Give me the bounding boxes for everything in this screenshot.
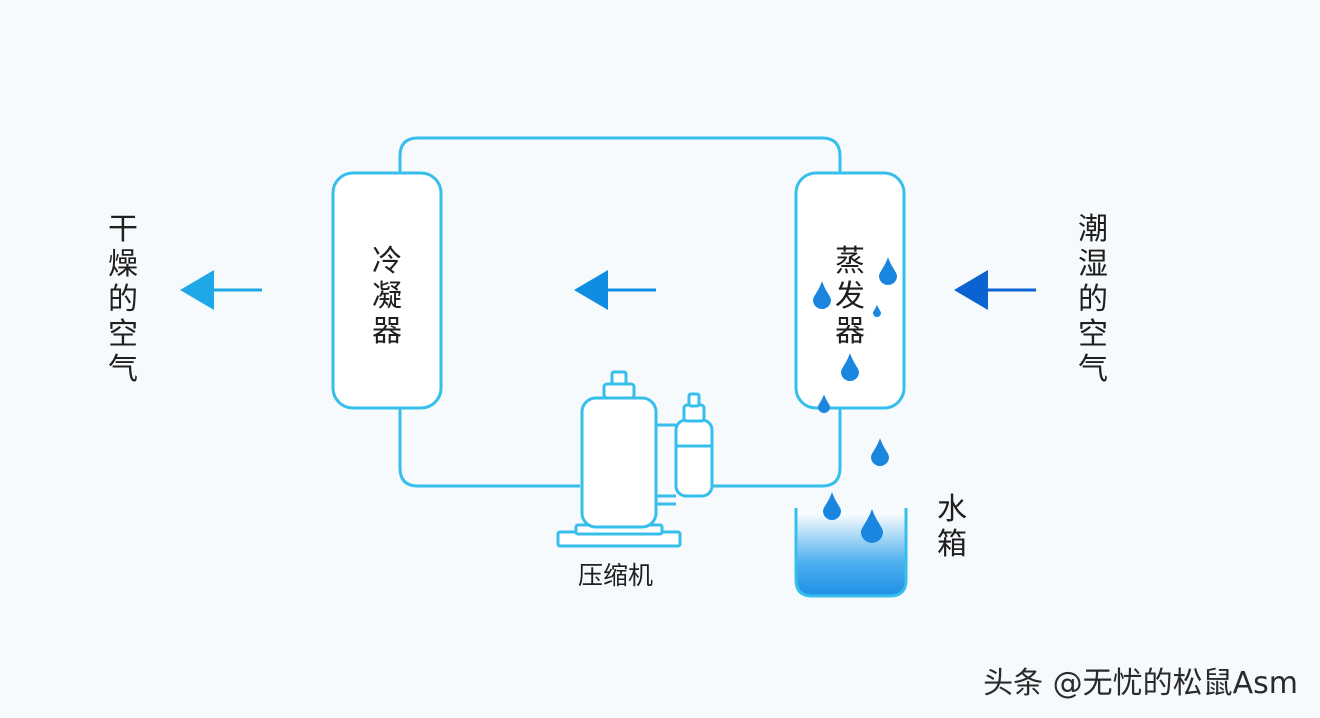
arrow-left-center: [574, 270, 656, 310]
water-tank-label: 水箱: [937, 492, 967, 562]
condenser-label: 冷凝器: [372, 244, 402, 349]
water-tank-icon: [794, 508, 908, 598]
water-drop-icon: [861, 508, 883, 543]
compressor-label: 压缩机: [578, 561, 654, 590]
water-drops: [813, 257, 897, 543]
water-drop-icon: [841, 353, 859, 381]
refrigerant-pipe-loop: [398, 136, 842, 498]
water-drop-icon: [813, 281, 831, 309]
evaporator-box: [794, 171, 906, 410]
watermark-text: 头条 @无忧的松鼠Asm: [983, 666, 1298, 701]
dry-air-label: 干燥的空气: [108, 212, 138, 387]
arrow-left-dry-air: [180, 270, 262, 310]
evaporator-label: 蒸发器: [835, 244, 865, 349]
water-drop-icon: [818, 394, 830, 413]
arrow-left-humid-air: [954, 270, 1036, 310]
condenser-box: [331, 171, 443, 410]
water-drop-icon: [823, 492, 841, 520]
compressor-icon: [556, 370, 714, 548]
humid-air-label: 潮湿的空气: [1078, 212, 1108, 387]
water-drop-icon: [873, 304, 881, 317]
water-drop-icon: [871, 438, 889, 466]
water-drop-icon: [879, 257, 897, 285]
